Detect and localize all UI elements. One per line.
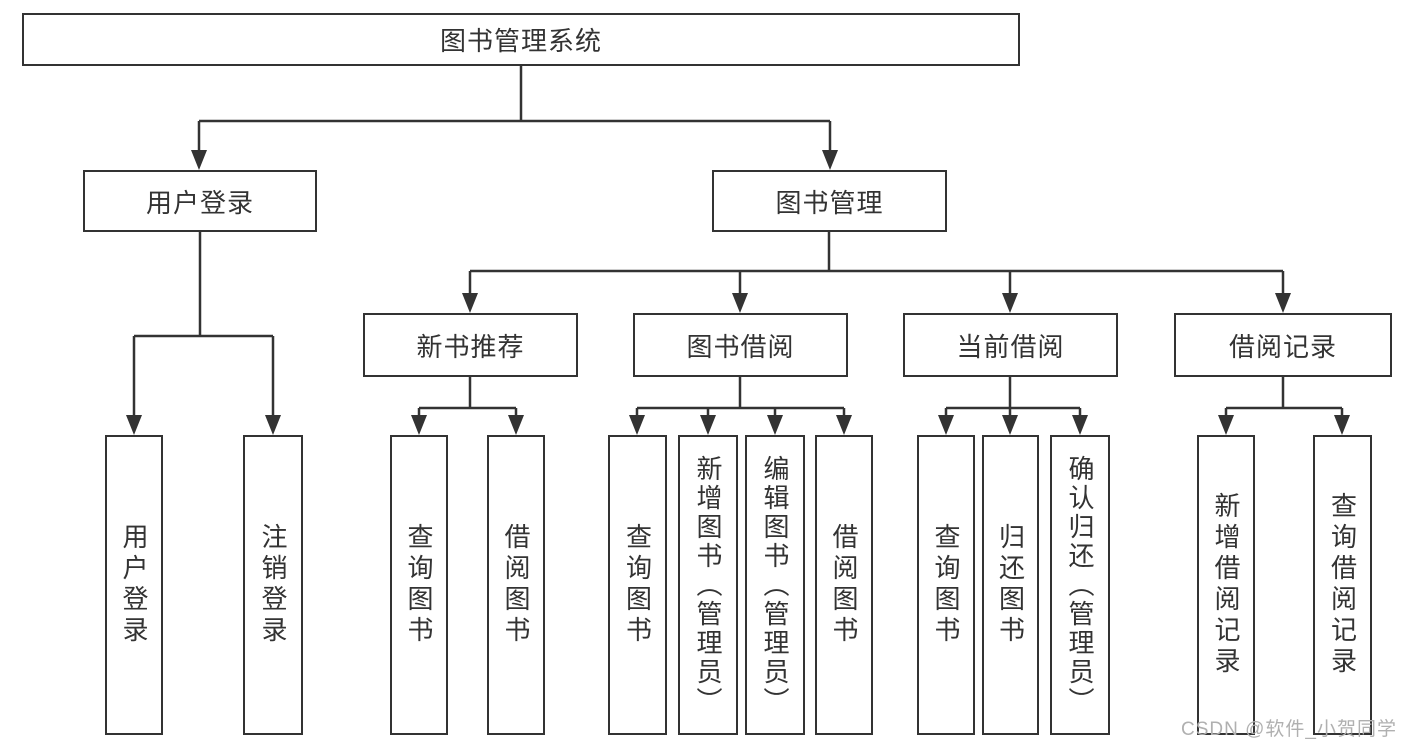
leaf-query-books-recommend-label: 查询图书 [404, 523, 434, 647]
arrowheads [126, 150, 1350, 435]
node-current-borrowing: 当前借阅 [903, 313, 1118, 377]
node-borrowing-records-label: 借阅记录 [1228, 331, 1337, 362]
node-new-book-recommend: 新书推荐 [363, 313, 578, 377]
leaf-edit-book-admin: 编辑图书（管理员） [745, 435, 805, 735]
leaf-add-book-admin: 新增图书（管理员） [678, 435, 738, 735]
leaf-user-login: 用户登录 [105, 435, 163, 735]
leaf-borrow-books-borrowing-label: 借阅图书 [829, 523, 859, 647]
leaf-add-book-admin-label: 新增图书（管理员） [693, 454, 723, 716]
leaf-confirm-return-admin-label: 确认归还（管理员） [1065, 454, 1095, 716]
csdn-watermark: CSDN @软件_小贺同学 [1181, 719, 1397, 740]
leaf-return-books: 归还图书 [982, 435, 1039, 735]
leaf-add-borrow-record: 新增借阅记录 [1197, 435, 1255, 735]
node-library-system: 图书管理系统 [22, 13, 1020, 66]
leaf-logout: 注销登录 [243, 435, 303, 735]
node-book-borrowing-label: 图书借阅 [686, 331, 795, 362]
node-new-book-recommend-label: 新书推荐 [416, 331, 525, 362]
leaf-logout-label: 注销登录 [258, 523, 288, 647]
leaf-query-books-current: 查询图书 [917, 435, 975, 735]
leaf-query-books-recommend: 查询图书 [390, 435, 448, 735]
leaf-query-books-current-label: 查询图书 [931, 523, 961, 647]
leaf-confirm-return-admin: 确认归还（管理员） [1050, 435, 1110, 735]
node-borrowing-records: 借阅记录 [1174, 313, 1392, 377]
leaf-user-login-label: 用户登录 [119, 523, 149, 647]
leaf-query-borrow-record: 查询借阅记录 [1313, 435, 1372, 735]
leaf-borrow-books-borrowing: 借阅图书 [815, 435, 873, 735]
leaf-add-borrow-record-label: 新增借阅记录 [1211, 492, 1241, 678]
node-book-borrowing: 图书借阅 [633, 313, 848, 377]
leaf-query-books-borrowing: 查询图书 [608, 435, 667, 735]
node-library-system-label: 图书管理系统 [439, 26, 602, 56]
node-user-login: 用户登录 [83, 170, 317, 232]
leaf-query-borrow-record-label: 查询借阅记录 [1327, 492, 1358, 678]
leaf-borrow-books-recommend: 借阅图书 [487, 435, 545, 735]
node-user-login-label: 用户登录 [145, 187, 254, 218]
node-current-borrowing-label: 当前借阅 [956, 331, 1065, 362]
node-book-management: 图书管理 [712, 170, 947, 232]
leaf-borrow-books-recommend-label: 借阅图书 [501, 523, 531, 647]
leaf-edit-book-admin-label: 编辑图书（管理员） [760, 454, 790, 716]
leaf-query-books-borrowing-label: 查询图书 [622, 523, 653, 647]
node-book-management-label: 图书管理 [775, 187, 884, 218]
leaf-return-books-label: 归还图书 [995, 523, 1026, 647]
